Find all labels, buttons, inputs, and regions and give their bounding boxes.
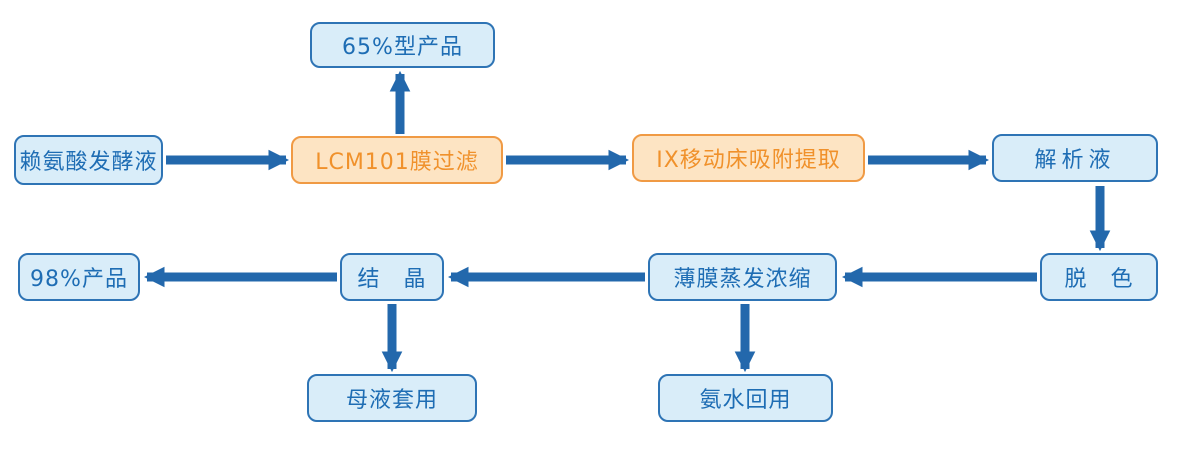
node-decolorization: 脱 色: [1040, 253, 1158, 301]
node-analysate: 解析液: [992, 134, 1158, 182]
node-crystallization: 结 晶: [340, 253, 444, 301]
node-ix-adsorption: IX移动床吸附提取: [632, 134, 865, 182]
node-product-65: 65%型产品: [310, 22, 495, 68]
node-fermentation-broth: 赖氨酸发酵液: [14, 135, 163, 185]
node-thin-film-evaporation: 薄膜蒸发浓缩: [648, 253, 837, 301]
node-ammonia-recycle: 氨水回用: [658, 374, 833, 422]
node-product-98: 98%产品: [18, 253, 140, 301]
node-mother-liquor-reuse: 母液套用: [307, 374, 477, 422]
node-membrane-filtration: LCM101膜过滤: [291, 136, 503, 184]
